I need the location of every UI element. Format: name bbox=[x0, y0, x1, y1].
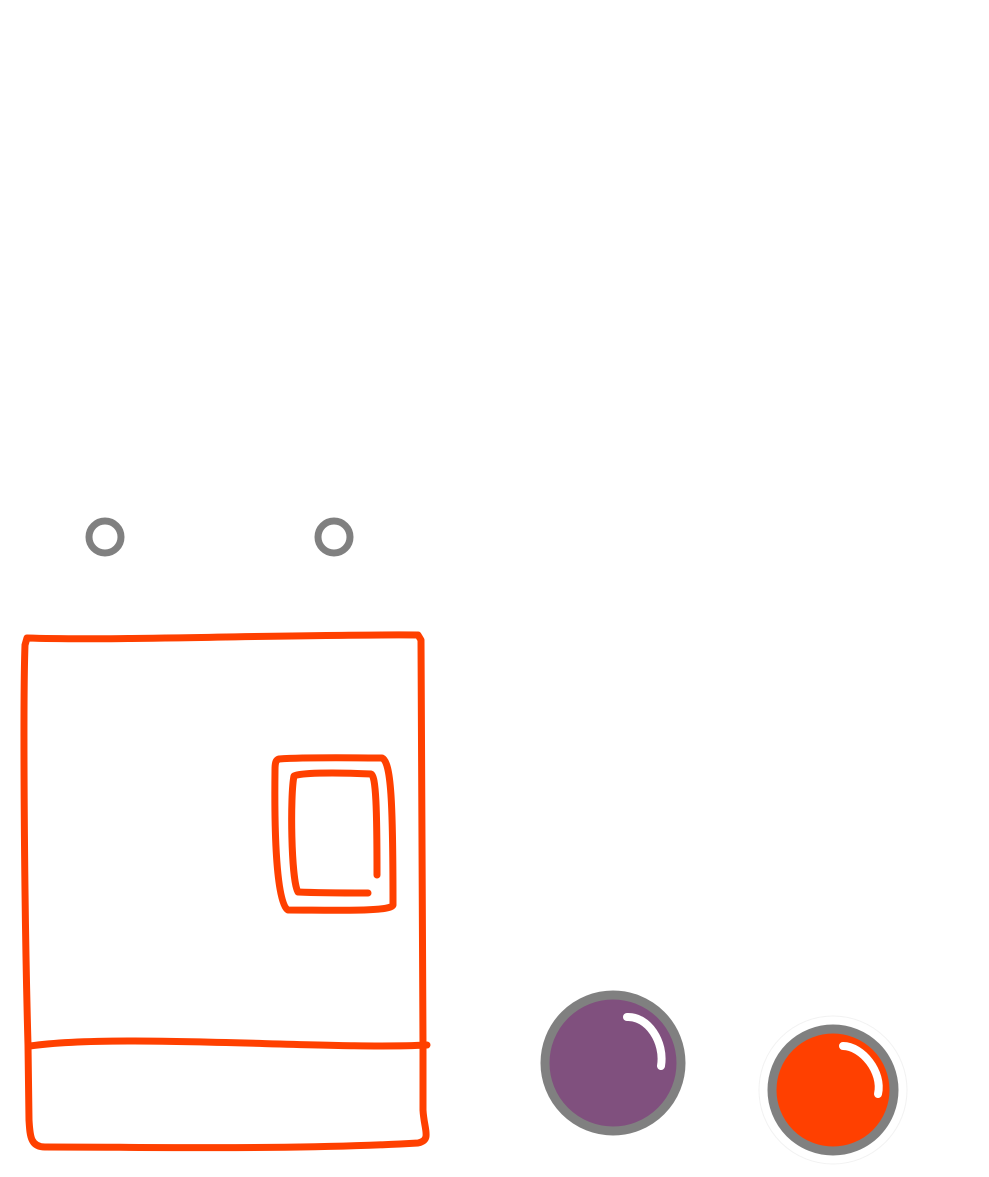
small-rect-outer bbox=[271, 754, 397, 914]
box-bottom-line bbox=[26, 1037, 431, 1050]
purple-round-button[interactable] bbox=[540, 990, 686, 1136]
orange-round-button[interactable] bbox=[758, 1015, 908, 1165]
purple-button-highlight bbox=[623, 1013, 666, 1070]
box-outer-outline bbox=[20, 631, 430, 1152]
orange-button-highlight bbox=[839, 1042, 883, 1098]
ring-left-icon bbox=[85, 517, 125, 557]
box-outline-icon bbox=[20, 631, 431, 1152]
ring-right-icon bbox=[314, 517, 354, 557]
small-rect-inner bbox=[288, 769, 381, 897]
